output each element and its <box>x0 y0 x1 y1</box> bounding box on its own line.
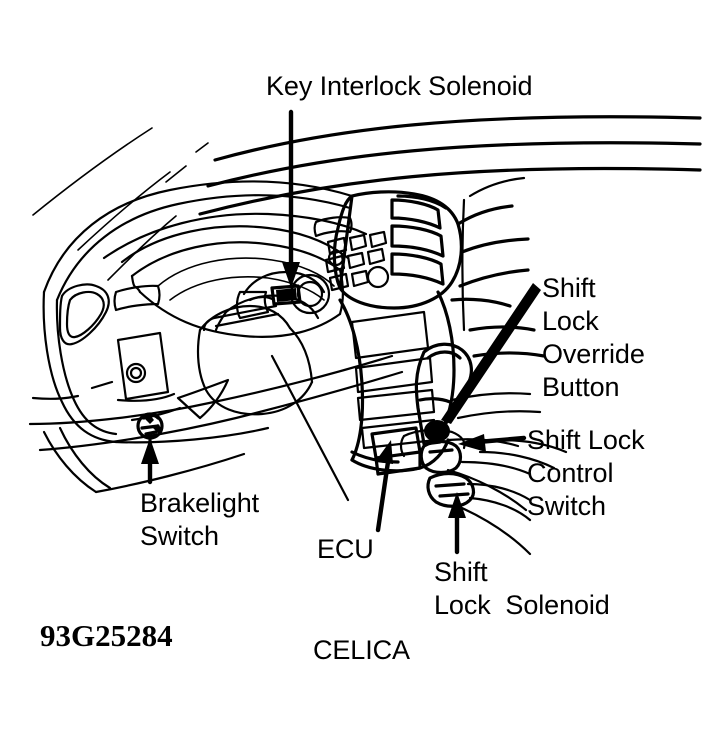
pointer-key-interlock-solenoid <box>282 109 300 288</box>
column-link-rod <box>202 304 280 332</box>
radio-button-grid <box>313 216 390 292</box>
shift-lock-control-switch-body <box>419 439 463 475</box>
instrument-cluster-hood <box>120 225 350 338</box>
pointer-ecu <box>270 354 393 533</box>
pointer-shift-lock-control-switch <box>458 434 527 452</box>
brakelight-switch-detail2 <box>153 424 162 433</box>
kick-panel <box>42 426 246 494</box>
pointer-brakelight-switch <box>141 438 159 485</box>
label-shift-lock-override-button: Shift Lock Override Button <box>542 273 645 402</box>
center-stack-bezel <box>332 190 463 310</box>
model-caption: CELICA <box>313 635 410 665</box>
label-ecu: ECU <box>317 534 374 564</box>
solenoid-fill <box>276 288 297 302</box>
label-shift-lock-control-switch: Shift Lock Control Switch <box>527 425 645 521</box>
shift-lock-solenoid-body <box>426 471 476 508</box>
passenger-dash-lines <box>450 204 546 358</box>
gauge-pod <box>157 257 335 301</box>
brakelight-switch-detail <box>145 415 154 424</box>
console-panel-slots <box>350 310 438 450</box>
figure-number: 93G25284 <box>40 618 173 653</box>
label-brakelight-switch: Brakelight Switch <box>140 488 260 551</box>
pointer-shift-lock-solenoid <box>448 492 466 555</box>
shift-lock-override-button-marker <box>424 420 450 442</box>
dash-left-panel <box>113 284 170 401</box>
label-shift-lock-solenoid: Shift Lock Solenoid <box>434 557 610 620</box>
left-air-vent <box>58 283 110 346</box>
body-sweep-lines <box>198 115 702 216</box>
passenger-door-pillar <box>450 176 542 420</box>
label-key-interlock-solenoid: Key Interlock Solenoid <box>266 71 533 101</box>
pointer-shift-lock-override-button <box>441 283 541 424</box>
center-vent-louvers <box>390 194 448 286</box>
windshield-lines <box>32 127 209 281</box>
key-interlock-solenoid-body <box>270 284 302 306</box>
floor-lines <box>446 438 568 556</box>
